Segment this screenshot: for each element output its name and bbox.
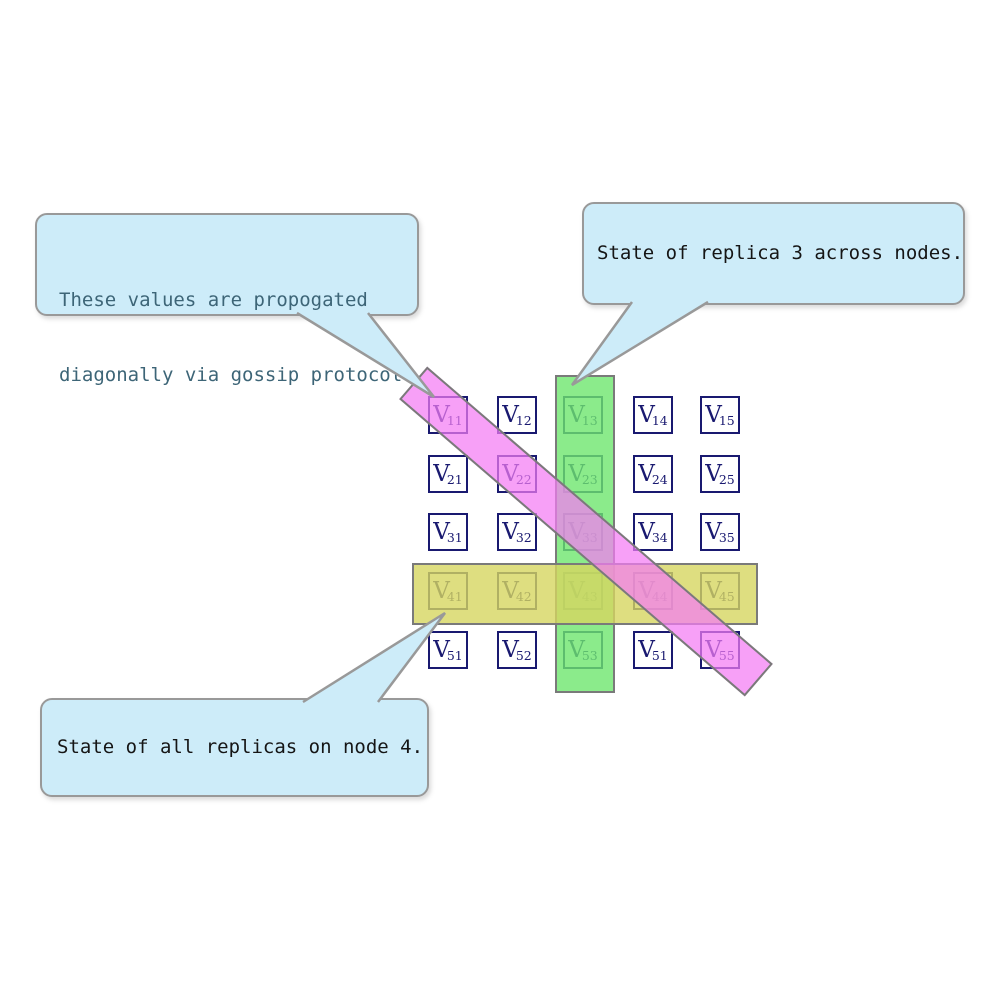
callout-replica-3-text: State of replica 3 across nodes. — [597, 242, 964, 264]
callout-node-4-text: State of all replicas on node 4. — [57, 736, 424, 758]
cell-symbol: V — [638, 518, 655, 545]
callout-gossip-line-2: diagonally via gossip protocol. — [59, 364, 414, 386]
cell-subscript: 32 — [515, 529, 532, 545]
callout-node-4: State of all replicas on node 4. — [40, 698, 429, 797]
callout-gossip-line-1: These values are propogated — [59, 289, 368, 311]
cell-subscript: 24 — [651, 471, 668, 487]
cell-symbol: V — [502, 518, 519, 545]
cell-symbol: V — [502, 401, 519, 428]
callout-tail-replica — [570, 300, 709, 387]
cell-subscript: 14 — [651, 412, 668, 428]
callout-gossip: These values are propogated diagonally v… — [35, 213, 419, 386]
cell-symbol: V — [502, 636, 519, 663]
cell-symbol: V — [638, 636, 655, 663]
cell-subscript: 35 — [718, 529, 735, 545]
cell-symbol: V — [705, 518, 722, 545]
cell-subscript: 31 — [446, 529, 463, 545]
cell-symbol: V — [433, 518, 450, 545]
cell-subscript: 15 — [718, 412, 735, 428]
cell-subscript: 52 — [515, 647, 532, 663]
cell-subscript: 12 — [515, 412, 532, 428]
cell-subscript: 51 — [446, 647, 463, 663]
cell-subscript: 25 — [718, 471, 735, 487]
callout-replica-3: State of replica 3 across nodes. — [582, 202, 965, 305]
cell-symbol: V — [433, 460, 450, 487]
cell-subscript: 51 — [651, 647, 668, 663]
callout-tail-node4 — [302, 611, 446, 704]
cell-symbol: V — [638, 460, 655, 487]
cell-subscript: 21 — [446, 471, 463, 487]
cell-symbol: V — [638, 401, 655, 428]
cell-symbol: V — [705, 401, 722, 428]
cell-subscript: 34 — [651, 529, 668, 545]
cell-symbol: V — [705, 460, 722, 487]
